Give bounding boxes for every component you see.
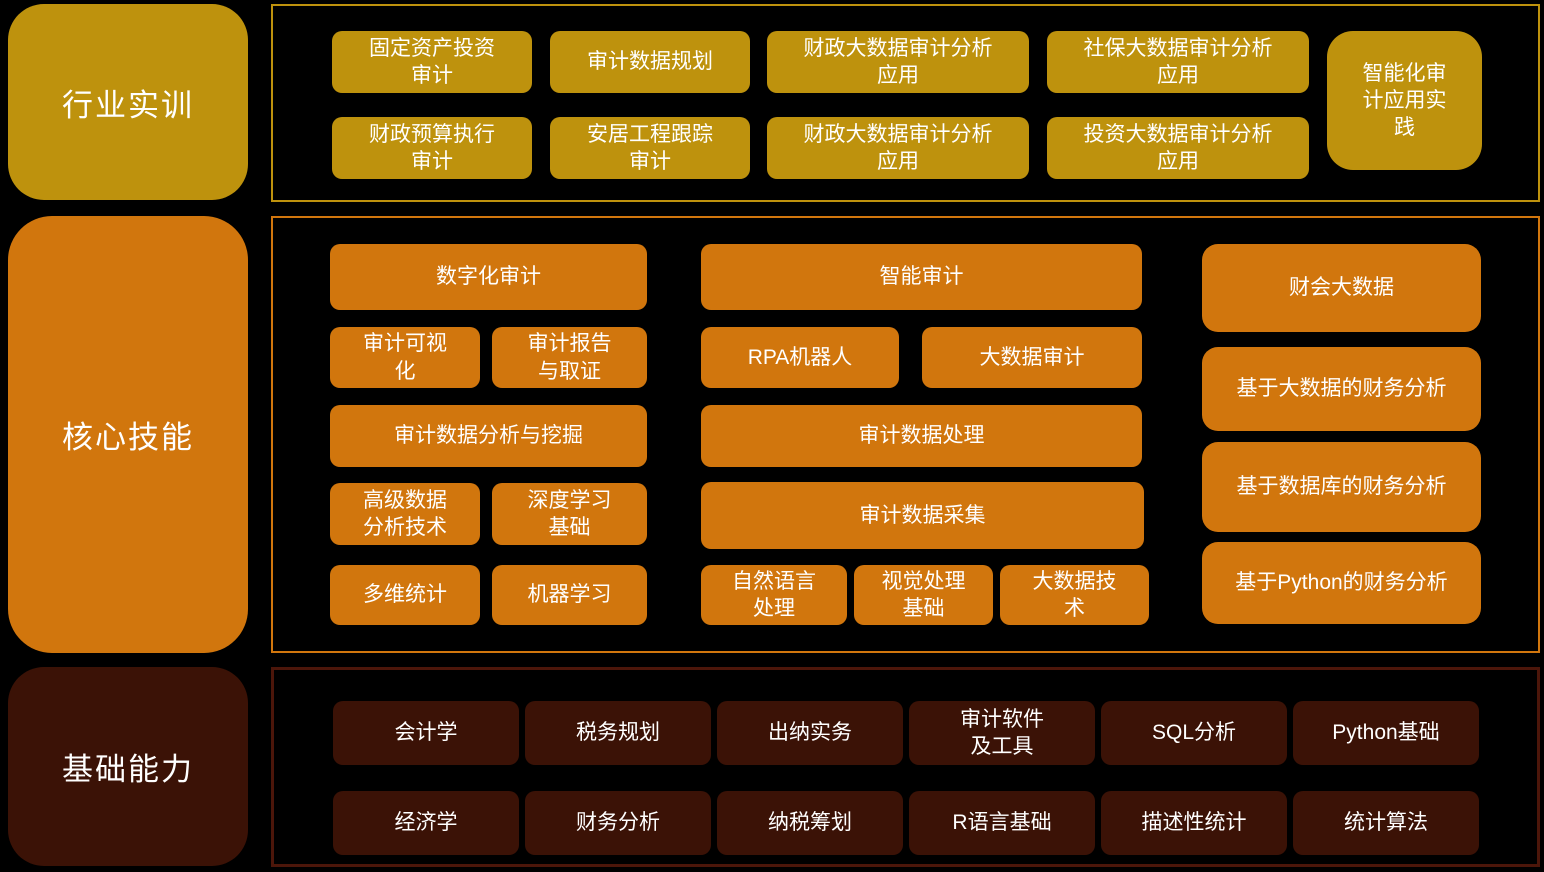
foundation-course-box: R语言基础 [909,791,1095,855]
core-skills-label: 核心技能 [8,216,248,653]
core-skill-box: 深度学习 基础 [492,483,647,545]
industry-course-box: 安居工程跟踪 审计 [550,117,750,179]
core-skill-box: 财会大数据 [1202,244,1481,332]
foundation-course-box: 税务规划 [525,701,711,765]
foundation-course-box: 出纳实务 [717,701,903,765]
industry-course-box: 财政预算执行 审计 [332,117,532,179]
foundation-course-box: 统计算法 [1293,791,1479,855]
core-skill-box: 基于大数据的财务分析 [1202,347,1481,431]
foundation-abilities-label: 基础能力 [8,667,248,866]
industry-course-box: 固定资产投资 审计 [332,31,532,93]
core-skill-box: 机器学习 [492,565,647,625]
industry-course-box: 投资大数据审计分析 应用 [1047,117,1309,179]
foundation-course-box: 会计学 [333,701,519,765]
foundation-course-box: 审计软件 及工具 [909,701,1095,765]
core-skill-box: 视觉处理 基础 [854,565,993,625]
core-skill-box: 基于Python的财务分析 [1202,542,1481,624]
foundation-course-box: Python基础 [1293,701,1479,765]
core-skill-box: 多维统计 [330,565,480,625]
industry-training-label: 行业实训 [8,4,248,200]
industry-course-box: 财政大数据审计分析 应用 [767,117,1029,179]
industry-course-box: 财政大数据审计分析 应用 [767,31,1029,93]
foundation-course-box: 经济学 [333,791,519,855]
foundation-panel: 会计学 税务规划 出纳实务 审计软件 及工具 SQL分析 Python基础 经济… [271,667,1540,867]
industry-course-box: 智能化审 计应用实 践 [1327,31,1482,170]
industry-course-box: 审计数据规划 [550,31,750,93]
core-skill-box: 审计可视 化 [330,327,480,388]
foundation-course-box: SQL分析 [1101,701,1287,765]
core-skill-box: 智能审计 [701,244,1142,310]
core-skill-box: 高级数据 分析技术 [330,483,480,545]
industry-course-box: 社保大数据审计分析 应用 [1047,31,1309,93]
foundation-course-box: 纳税筹划 [717,791,903,855]
core-skill-box: 审计数据采集 [701,482,1144,549]
core-skill-box: RPA机器人 [701,327,899,388]
core-skill-box: 大数据技 术 [1000,565,1149,625]
core-skill-box: 大数据审计 [922,327,1142,388]
core-skill-box: 审计数据处理 [701,405,1142,467]
core-skill-box: 审计报告 与取证 [492,327,647,388]
industry-training-panel: 固定资产投资 审计 审计数据规划 财政大数据审计分析 应用 社保大数据审计分析 … [271,4,1540,202]
core-skills-panel: 数字化审计 审计可视 化 审计报告 与取证 审计数据分析与挖掘 高级数据 分析技… [271,216,1540,653]
core-skill-box: 审计数据分析与挖掘 [330,405,647,467]
core-skill-box: 基于数据库的财务分析 [1202,442,1481,532]
core-skill-box: 数字化审计 [330,244,647,310]
foundation-course-box: 描述性统计 [1101,791,1287,855]
foundation-course-box: 财务分析 [525,791,711,855]
core-skill-box: 自然语言 处理 [701,565,847,625]
